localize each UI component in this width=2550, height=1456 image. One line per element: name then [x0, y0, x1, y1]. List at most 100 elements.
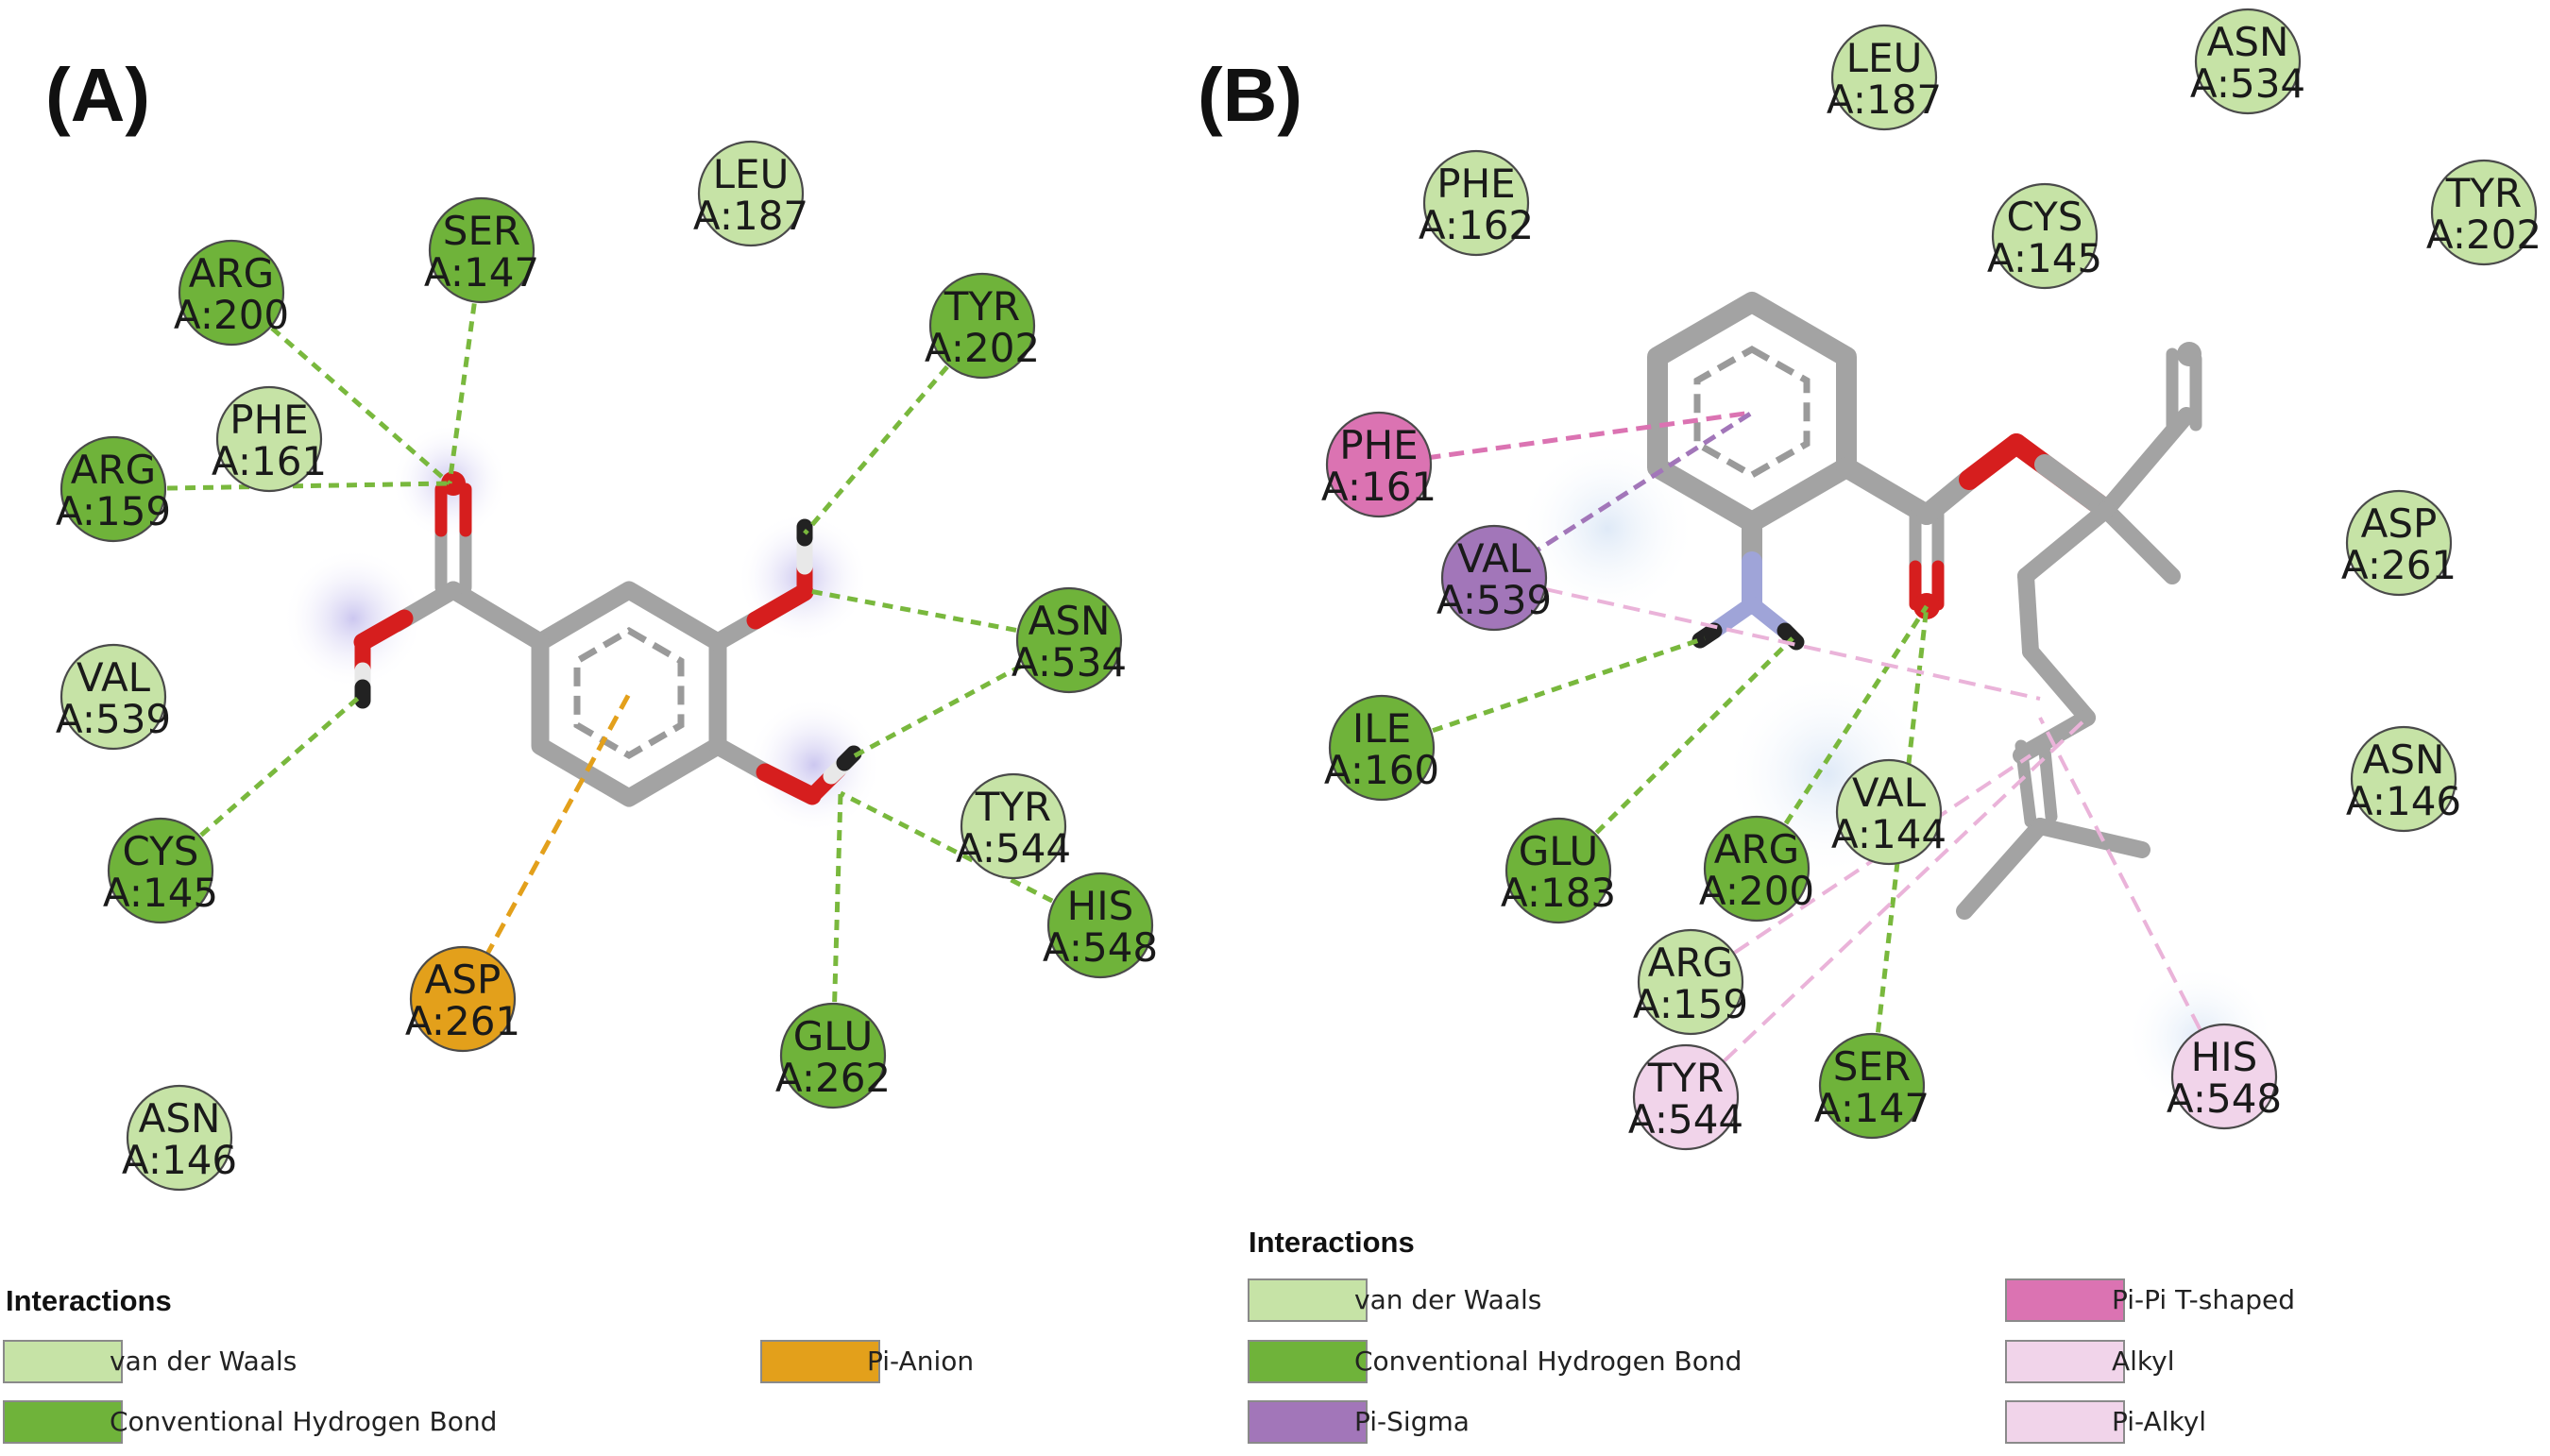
panel-b-interaction-line-0 — [1378, 410, 1753, 467]
panel-a-interaction-line-9 — [460, 692, 632, 1001]
residue-circle — [126, 1084, 233, 1192]
panel-b-legend-item-pi-alkyl: Pi-Alkyl — [2005, 1400, 2206, 1444]
residue-id: A:160 — [1324, 747, 1439, 793]
residue-circle — [215, 385, 323, 493]
panel-b-interaction-line-6 — [1493, 576, 2041, 701]
residue-circle — [1818, 1032, 1926, 1140]
panel-label-a: (A) — [45, 53, 150, 137]
residue-id: A:261 — [405, 998, 520, 1044]
residue-id: A:162 — [1419, 202, 1534, 248]
residue-name: VAL — [76, 654, 151, 701]
legend-label: Pi-Pi T-shaped — [2112, 1284, 2295, 1315]
legend-label: Pi-Anion — [867, 1346, 974, 1377]
panel-b-interaction-line-4 — [1754, 604, 1930, 871]
residue-id: A:187 — [1827, 76, 1942, 123]
residue-name: PHE — [1339, 422, 1418, 468]
residue-circle — [1015, 586, 1123, 694]
residue-circle — [2194, 8, 2302, 115]
residue-name: ASP — [425, 957, 502, 1003]
panel-a-legend-title: Interactions — [6, 1284, 172, 1317]
panel-b-legend-item-pi-pi-t-shaped: Pi-Pi T-shaped — [2005, 1278, 2295, 1322]
residue-id: A:539 — [56, 696, 171, 742]
residue-id: A:534 — [2190, 60, 2305, 107]
residue-id: A:147 — [1814, 1085, 1930, 1131]
residue-name: LEU — [713, 151, 790, 197]
residue-id: A:262 — [775, 1055, 891, 1101]
residue-id: A:202 — [925, 325, 1040, 371]
residue-circle — [409, 945, 517, 1053]
legend-swatch — [2005, 1278, 2125, 1322]
residue-name: HIS — [1067, 883, 1134, 929]
panel-b-interaction-line-2 — [1381, 635, 1706, 751]
residue-id: A:146 — [122, 1137, 237, 1183]
residue-circle — [178, 239, 285, 347]
residue-id: A:159 — [1633, 981, 1748, 1027]
residue-id: A:202 — [2426, 212, 2542, 258]
residue-id: A:159 — [56, 488, 171, 534]
residue-id: A:548 — [2167, 1075, 2282, 1122]
residue-id: A:187 — [693, 193, 808, 239]
residue-id: A:161 — [212, 438, 327, 484]
residue-circle — [1637, 928, 1744, 1036]
panel-a-legend-item-conventional-hydrogen-bond: Conventional Hydrogen Bond — [3, 1400, 497, 1444]
residue-id: A:548 — [1043, 924, 1158, 971]
legend-label: van der Waals — [110, 1346, 297, 1377]
residue-circle — [2170, 1023, 2278, 1130]
residue-nodes: ARGA:200SERA:147LEUA:187TYRA:202PHEA:161… — [56, 8, 2542, 1192]
panel-b-interaction-line-8 — [1684, 716, 2089, 1099]
residue-name: PHE — [230, 397, 308, 443]
residue-name: CYS — [2007, 194, 2083, 240]
residue-id: A:534 — [1012, 639, 1127, 686]
residue-name: CYS — [123, 828, 199, 874]
residue-circle — [107, 817, 214, 924]
residue-name: VAL — [1852, 770, 1927, 816]
panel-a-interaction-line-7 — [839, 790, 1102, 928]
residue-name: LEU — [1846, 35, 1923, 81]
residue-name: ARG — [1648, 940, 1733, 986]
legend-swatch — [2005, 1340, 2125, 1383]
panel-a-legend-item-van-der-waals: van der Waals — [3, 1340, 297, 1383]
legend-swatch — [760, 1340, 880, 1383]
legend-label: Conventional Hydrogen Bond — [110, 1406, 497, 1437]
residue-circle — [1830, 24, 1938, 131]
residue-name: ASN — [139, 1095, 221, 1142]
residue-name: TYR — [944, 283, 1021, 330]
residue-id: A:145 — [1987, 235, 2102, 281]
residue-id: A:146 — [2346, 778, 2461, 824]
residue-id: A:183 — [1501, 870, 1616, 916]
legend-label: van der Waals — [1354, 1284, 1541, 1315]
residue-circle — [2350, 725, 2457, 833]
residue-id: A:200 — [174, 292, 289, 338]
residue-circle — [2345, 489, 2453, 597]
residue-circle — [779, 1002, 887, 1109]
residue-circle — [1046, 872, 1154, 979]
panel-a-legend-item-pi-anion: Pi-Anion — [760, 1340, 974, 1383]
residue-name: ARG — [189, 250, 274, 296]
residue-name: GLU — [793, 1013, 874, 1059]
residue-name: VAL — [1457, 535, 1532, 582]
